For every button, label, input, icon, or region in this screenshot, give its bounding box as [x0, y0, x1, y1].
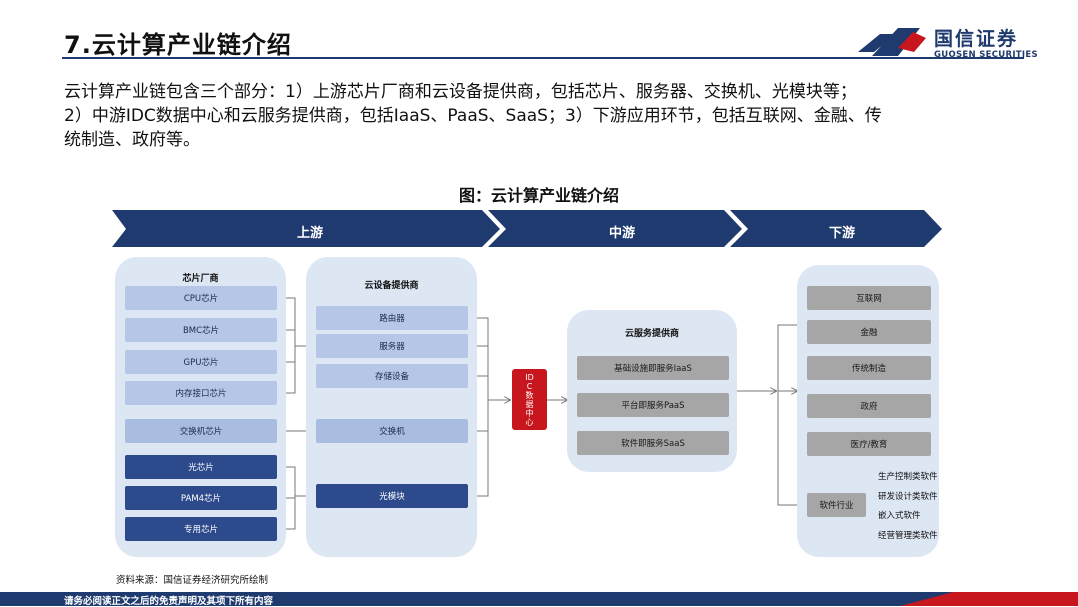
service-item-iaas: 基础设施即服务IaaS — [577, 356, 729, 380]
logo-text-en: GUOSEN SECURITIES — [934, 50, 1038, 60]
service-item-saas: 软件即服务SaaS — [577, 431, 729, 455]
intro-line: 云计算产业链包含三个部分：1）上游芯片厂商和云设备提供商，包括芯片、服务器、交换… — [64, 82, 857, 102]
software-sub-embedded: 嵌入式软件 — [878, 511, 921, 521]
intro-line: 统制造、政府等。 — [64, 130, 200, 150]
stage-banner — [112, 210, 942, 247]
footer-bar — [0, 592, 1078, 606]
chip-item-bmc: BMC芯片 — [125, 318, 277, 342]
chip-item-gpu: GPU芯片 — [125, 350, 277, 374]
device-item-switch: 交换机 — [316, 419, 468, 443]
figure-source: 资料来源：国信证券经济研究所绘制 — [116, 575, 269, 586]
guosen-logo-icon — [858, 28, 926, 56]
chip-item-pam4: PAM4芯片 — [125, 486, 277, 510]
cloud-service-title: 云服务提供商 — [624, 329, 679, 339]
logo-text-cn: 国信证券 — [934, 28, 1019, 50]
device-item-storage: 存储设备 — [316, 364, 468, 388]
intro-line: 2）中游IDC数据中心和云服务提供商，包括IaaS、PaaS、SaaS；3）下游… — [64, 106, 882, 126]
chip-vendors-title: 芯片厂商 — [182, 274, 219, 284]
device-item-server: 服务器 — [316, 334, 468, 358]
stage-upstream-label: 上游 — [296, 226, 323, 241]
downstream-item-medical-education: 医疗/教育 — [807, 432, 931, 456]
idc-label: IDC数据中心 — [525, 372, 534, 427]
downstream-item-finance: 金融 — [807, 320, 931, 344]
figure-title: 图：云计算产业链介绍 — [458, 186, 619, 205]
service-item-paas: 平台即服务PaaS — [577, 393, 729, 417]
chip-item-cpu: CPU芯片 — [125, 286, 277, 310]
chip-item-optical: 光芯片 — [125, 455, 277, 479]
footer-accent — [900, 592, 1078, 606]
stage-midstream-label: 中游 — [608, 226, 635, 241]
chip-item-asic: 专用芯片 — [125, 517, 277, 541]
footer-disclaimer: 请务必阅读正文之后的免责声明及其项下所有内容 — [64, 596, 274, 607]
chip-item-memory-interface: 内存接口芯片 — [125, 381, 277, 405]
intro-paragraph: 云计算产业链包含三个部分：1）上游芯片厂商和云设备提供商，包括芯片、服务器、交换… — [64, 80, 1024, 152]
page-title: 7.云计算产业链介绍 — [64, 31, 292, 59]
chip-item-switch: 交换机芯片 — [125, 419, 277, 443]
downstream-item-software: 软件行业 — [807, 493, 866, 517]
device-item-router: 路由器 — [316, 306, 468, 330]
title-underline — [62, 57, 1024, 59]
downstream-item-internet: 互联网 — [807, 286, 931, 310]
software-sub-management: 经营管理类软件 — [878, 531, 938, 541]
downstream-item-government: 政府 — [807, 394, 931, 418]
idc-datacenter-box: IDC数据中心 — [512, 369, 547, 430]
device-item-optical-module: 光模块 — [316, 484, 468, 508]
stage-downstream-label: 下游 — [828, 226, 855, 241]
downstream-item-manufacturing: 传统制造 — [807, 356, 931, 380]
cloud-device-title: 云设备提供商 — [364, 281, 419, 291]
cloud-device-panel — [306, 257, 477, 557]
software-sub-rd-design: 研发设计类软件 — [878, 492, 938, 502]
software-sub-production-control: 生产控制类软件 — [878, 472, 938, 482]
